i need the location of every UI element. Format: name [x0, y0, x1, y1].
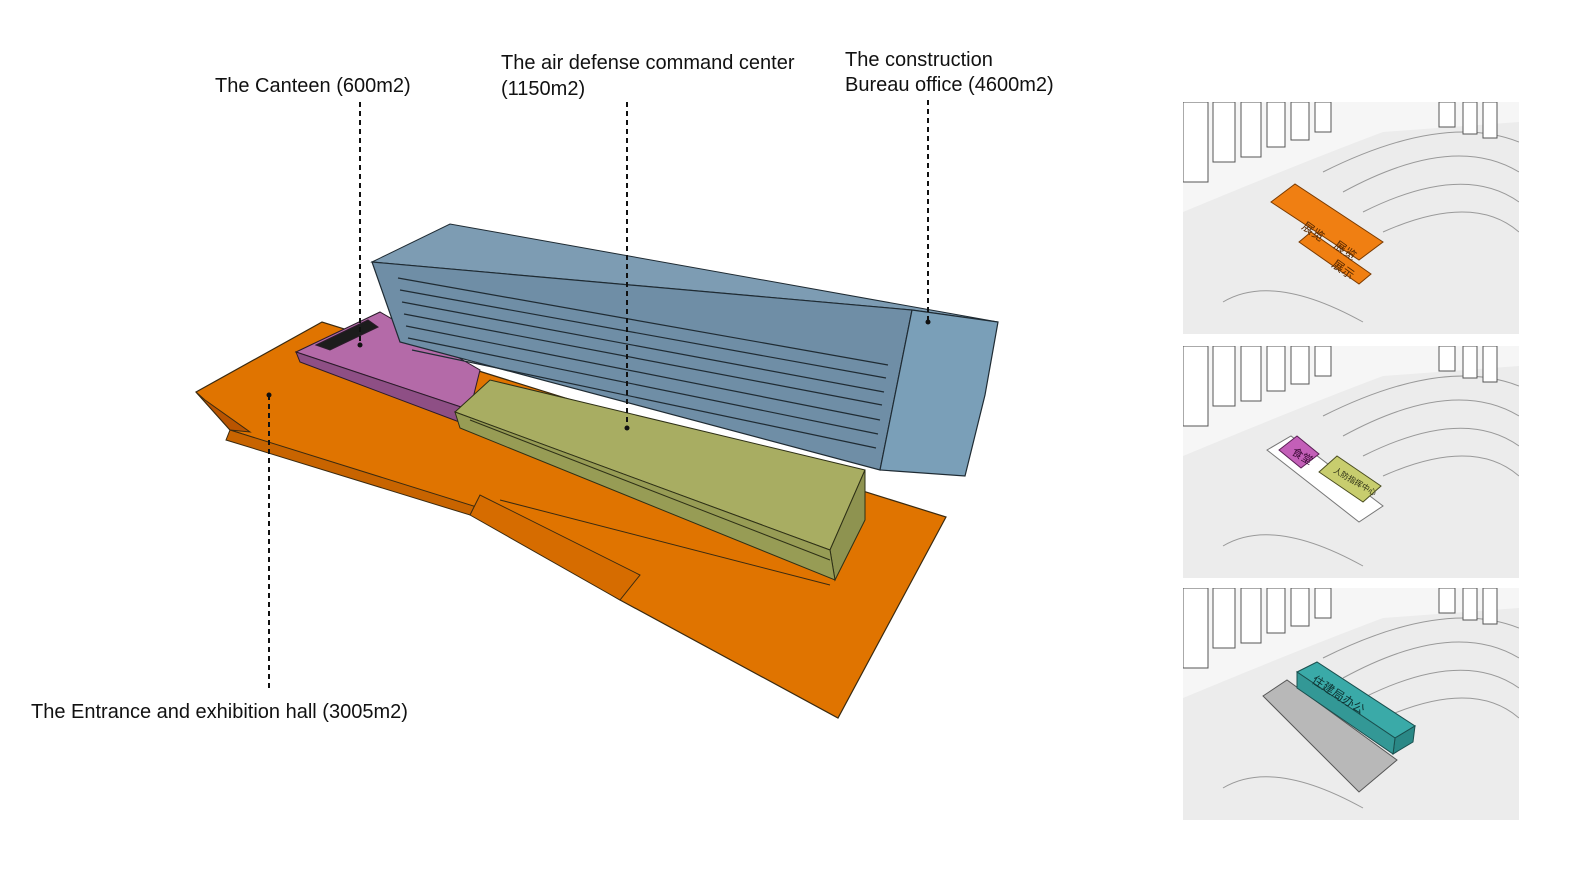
entrance-label: The Entrance and exhibition hall (3005m2… — [31, 701, 408, 723]
leader-dots — [266, 319, 931, 431]
bureau-label-line2: Bureau office (4600m2) — [845, 74, 1054, 96]
site-thumbnail-canteen-command: 食堂 人防指挥中心 — [1183, 346, 1519, 578]
thumb1-orange-blocks — [1270, 183, 1384, 285]
site-thumbnail-bureau-office: 住建局办公 — [1183, 588, 1519, 820]
floor-lines — [397, 277, 889, 449]
entrance-hall-volume — [195, 321, 947, 719]
command-center-label-line2: (1150m2) — [501, 78, 586, 100]
bureau-label-line1: The construction — [845, 49, 993, 71]
bureau-office-volume — [370, 223, 999, 477]
leader-lines — [268, 100, 929, 690]
thumb2-blocks — [1278, 435, 1382, 503]
canteen-label: The Canteen (600m2) — [215, 75, 411, 97]
site-thumbnail-entrance: 展览 展览 展示 — [1183, 102, 1519, 334]
thumb3-blocks — [1262, 661, 1416, 793]
command-center-volume — [454, 379, 866, 582]
command-center-label-line1: The air defense command center — [501, 52, 795, 74]
